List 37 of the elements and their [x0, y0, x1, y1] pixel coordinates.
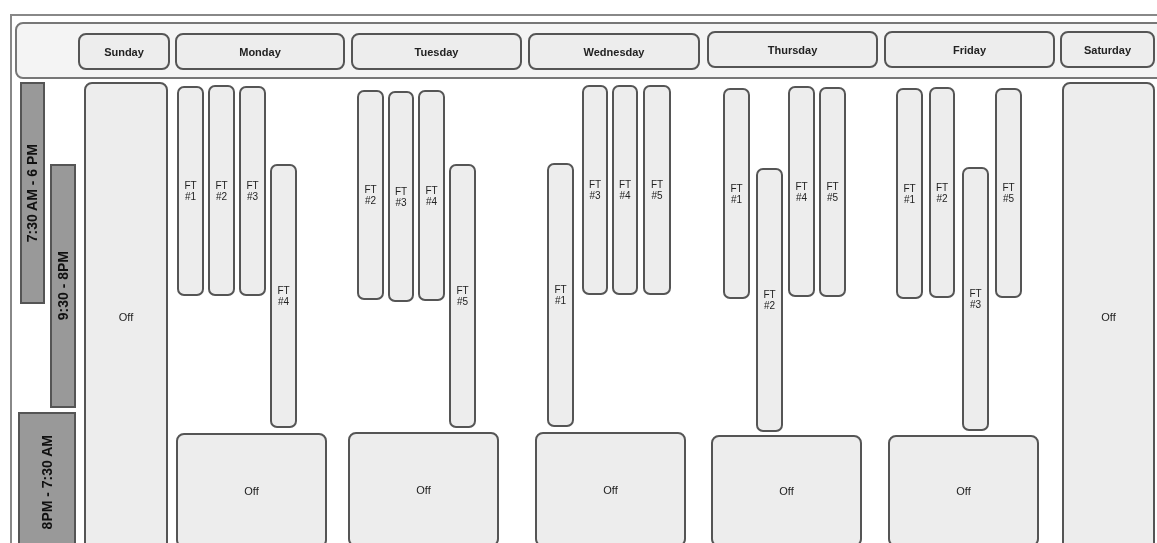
off-block: Off [1062, 82, 1155, 543]
shift-bar: FT #5 [643, 85, 671, 295]
shift-bar: FT #2 [929, 87, 955, 298]
off-block: Off [711, 435, 862, 543]
day-header: Saturday [1060, 31, 1155, 68]
shift-bar: FT #4 [418, 90, 445, 301]
shift-bar: FT #3 [239, 86, 266, 296]
day-header: Monday [175, 33, 345, 70]
day-header: Tuesday [351, 33, 522, 70]
time-range-bar: 8PM - 7:30 AM [18, 412, 76, 543]
off-block: Off [348, 432, 499, 543]
shift-bar: FT #4 [788, 86, 815, 297]
shift-bar: FT #2 [756, 168, 783, 432]
shift-bar: FT #5 [819, 87, 846, 297]
time-range-bar: 9:30 - 8PM [50, 164, 76, 408]
day-header: Thursday [707, 31, 878, 68]
day-header: Friday [884, 31, 1055, 68]
shift-bar: FT #3 [388, 91, 414, 302]
off-block: Off [535, 432, 686, 543]
shift-bar: FT #5 [449, 164, 476, 428]
shift-bar: FT #1 [723, 88, 750, 299]
shift-bar: FT #5 [995, 88, 1022, 298]
shift-bar: FT #3 [582, 85, 608, 295]
shift-bar: FT #2 [208, 85, 235, 296]
shift-bar: FT #1 [547, 163, 574, 427]
shift-bar: FT #1 [896, 88, 923, 299]
shift-bar: FT #1 [177, 86, 204, 296]
off-block: Off [888, 435, 1039, 543]
off-block: Off [84, 82, 168, 543]
off-block: Off [176, 433, 327, 543]
shift-bar: FT #3 [962, 167, 989, 431]
shift-bar: FT #2 [357, 90, 384, 300]
day-header: Sunday [78, 33, 170, 70]
day-header: Wednesday [528, 33, 700, 70]
time-range-bar: 7:30 AM - 6 PM [20, 82, 45, 304]
shift-bar: FT #4 [270, 164, 297, 428]
shift-bar: FT #4 [612, 85, 638, 295]
